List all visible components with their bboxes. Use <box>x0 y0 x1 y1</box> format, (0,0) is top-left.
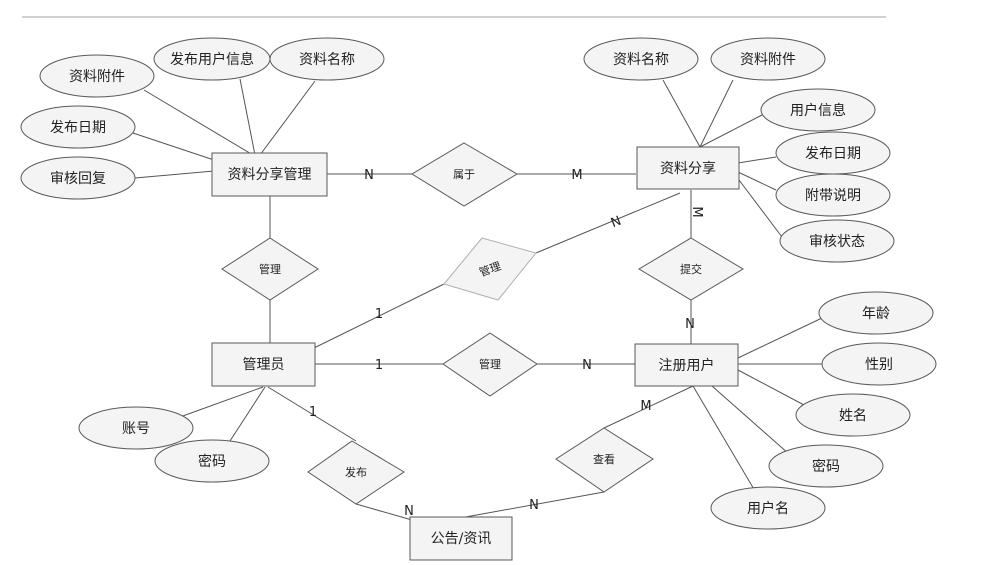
attribute-label: 资料附件 <box>740 52 796 68</box>
attribute-label: 发布日期 <box>50 120 106 136</box>
attribute-mgmt-attachment: 资料附件 <box>39 54 155 98</box>
relationship-label: 提交 <box>680 262 702 276</box>
attribute-label: 账号 <box>122 421 150 437</box>
attribute-share-note: 附带说明 <box>775 173 891 217</box>
attribute-user-gender: 性别 <box>821 342 937 386</box>
attribute-label: 附带说明 <box>805 188 861 204</box>
entity-label: 资料分享管理 <box>228 166 312 183</box>
attribute-label: 用户名 <box>747 500 789 517</box>
entity-registered-user: 注册用户 <box>634 343 739 387</box>
entity-label: 管理员 <box>243 357 285 373</box>
attribute-user-password: 密码 <box>768 444 884 488</box>
entity-admin: 管理员 <box>211 342 316 387</box>
attribute-label: 密码 <box>812 458 840 475</box>
attribute-label: 密码 <box>198 453 226 470</box>
cardinality-user-submit: N <box>685 317 695 332</box>
cardinality-admin-publish: 1 <box>309 405 317 420</box>
cardinality-admin-manage-share: 1 <box>375 307 383 322</box>
attribute-admin-account: 账号 <box>78 406 194 450</box>
cardinality-user-view: M <box>640 399 651 414</box>
attribute-label: 用户信息 <box>790 102 846 119</box>
attribute-share-name: 资料名称 <box>583 37 699 81</box>
cardinality-admin-manage-user: 1 <box>375 358 383 373</box>
relationship-label: 属于 <box>453 168 475 181</box>
attribute-label: 性别 <box>865 357 893 373</box>
attribute-share-date: 发布日期 <box>775 131 891 175</box>
attribute-user-username: 用户名 <box>710 486 826 530</box>
attribute-share-attachment: 资料附件 <box>710 37 826 81</box>
cardinality-mgmt-belongs: N <box>364 168 374 183</box>
relationship-label: 管理 <box>259 262 281 276</box>
relationship-publish: 发布 <box>307 440 405 505</box>
entity-notice: 公告/资讯 <box>409 516 513 561</box>
cardinality-share-submit: M <box>689 206 704 217</box>
attribute-label: 资料附件 <box>69 69 125 85</box>
cardinality-share-manage: N <box>609 214 624 232</box>
entity-label: 资料分享 <box>660 160 716 177</box>
entity-label: 公告/资讯 <box>431 531 492 547</box>
attribute-mgmt-date: 发布日期 <box>20 105 136 149</box>
attribute-admin-password: 密码 <box>154 439 270 483</box>
entity-resource-share-mgmt: 资料分享管理 <box>211 152 328 197</box>
attribute-share-user-info: 用户信息 <box>760 88 876 132</box>
attribute-user-age: 年龄 <box>818 291 934 335</box>
attribute-label: 姓名 <box>839 408 867 424</box>
cardinality-notice-view: N <box>529 498 539 513</box>
relationship-manage-resource: 管理 <box>443 237 537 301</box>
relationship-submit: 提交 <box>638 237 744 301</box>
attribute-label: 审核状态 <box>809 234 865 250</box>
connector-lines <box>132 78 823 521</box>
entity-resource-share: 资料分享 <box>636 146 740 190</box>
attribute-label: 发布用户信息 <box>170 51 254 68</box>
cardinality-user-manage: N <box>582 358 592 373</box>
entity-label: 注册用户 <box>659 357 715 374</box>
attribute-label: 资料名称 <box>613 52 669 68</box>
attribute-mgmt-review-reply: 审核回复 <box>20 156 136 200</box>
attribute-share-review-status: 审核状态 <box>779 219 895 263</box>
attribute-label: 发布日期 <box>805 146 861 162</box>
cardinality-labels: N M M N N 1 1 N 1 N M N <box>309 168 704 519</box>
attribute-mgmt-publisher: 发布用户信息 <box>153 37 271 81</box>
cardinality-notice-publish: N <box>404 504 414 519</box>
attribute-label: 年龄 <box>862 306 890 322</box>
relationship-label: 查看 <box>593 452 615 466</box>
relationship-manage-user: 管理 <box>442 332 538 397</box>
attribute-user-name: 姓名 <box>795 393 911 437</box>
relationship-view: 查看 <box>555 427 654 493</box>
attribute-label: 资料名称 <box>299 52 355 68</box>
cardinality-share-belongs: M <box>571 168 582 183</box>
relationship-manage-share: 管理 <box>221 237 319 301</box>
relationship-belongs-to: 属于 <box>411 142 518 207</box>
relationship-label: 发布 <box>345 465 367 479</box>
relationship-label: 管理 <box>479 357 501 371</box>
attribute-mgmt-name: 资料名称 <box>269 37 385 81</box>
attribute-label: 审核回复 <box>50 170 106 187</box>
